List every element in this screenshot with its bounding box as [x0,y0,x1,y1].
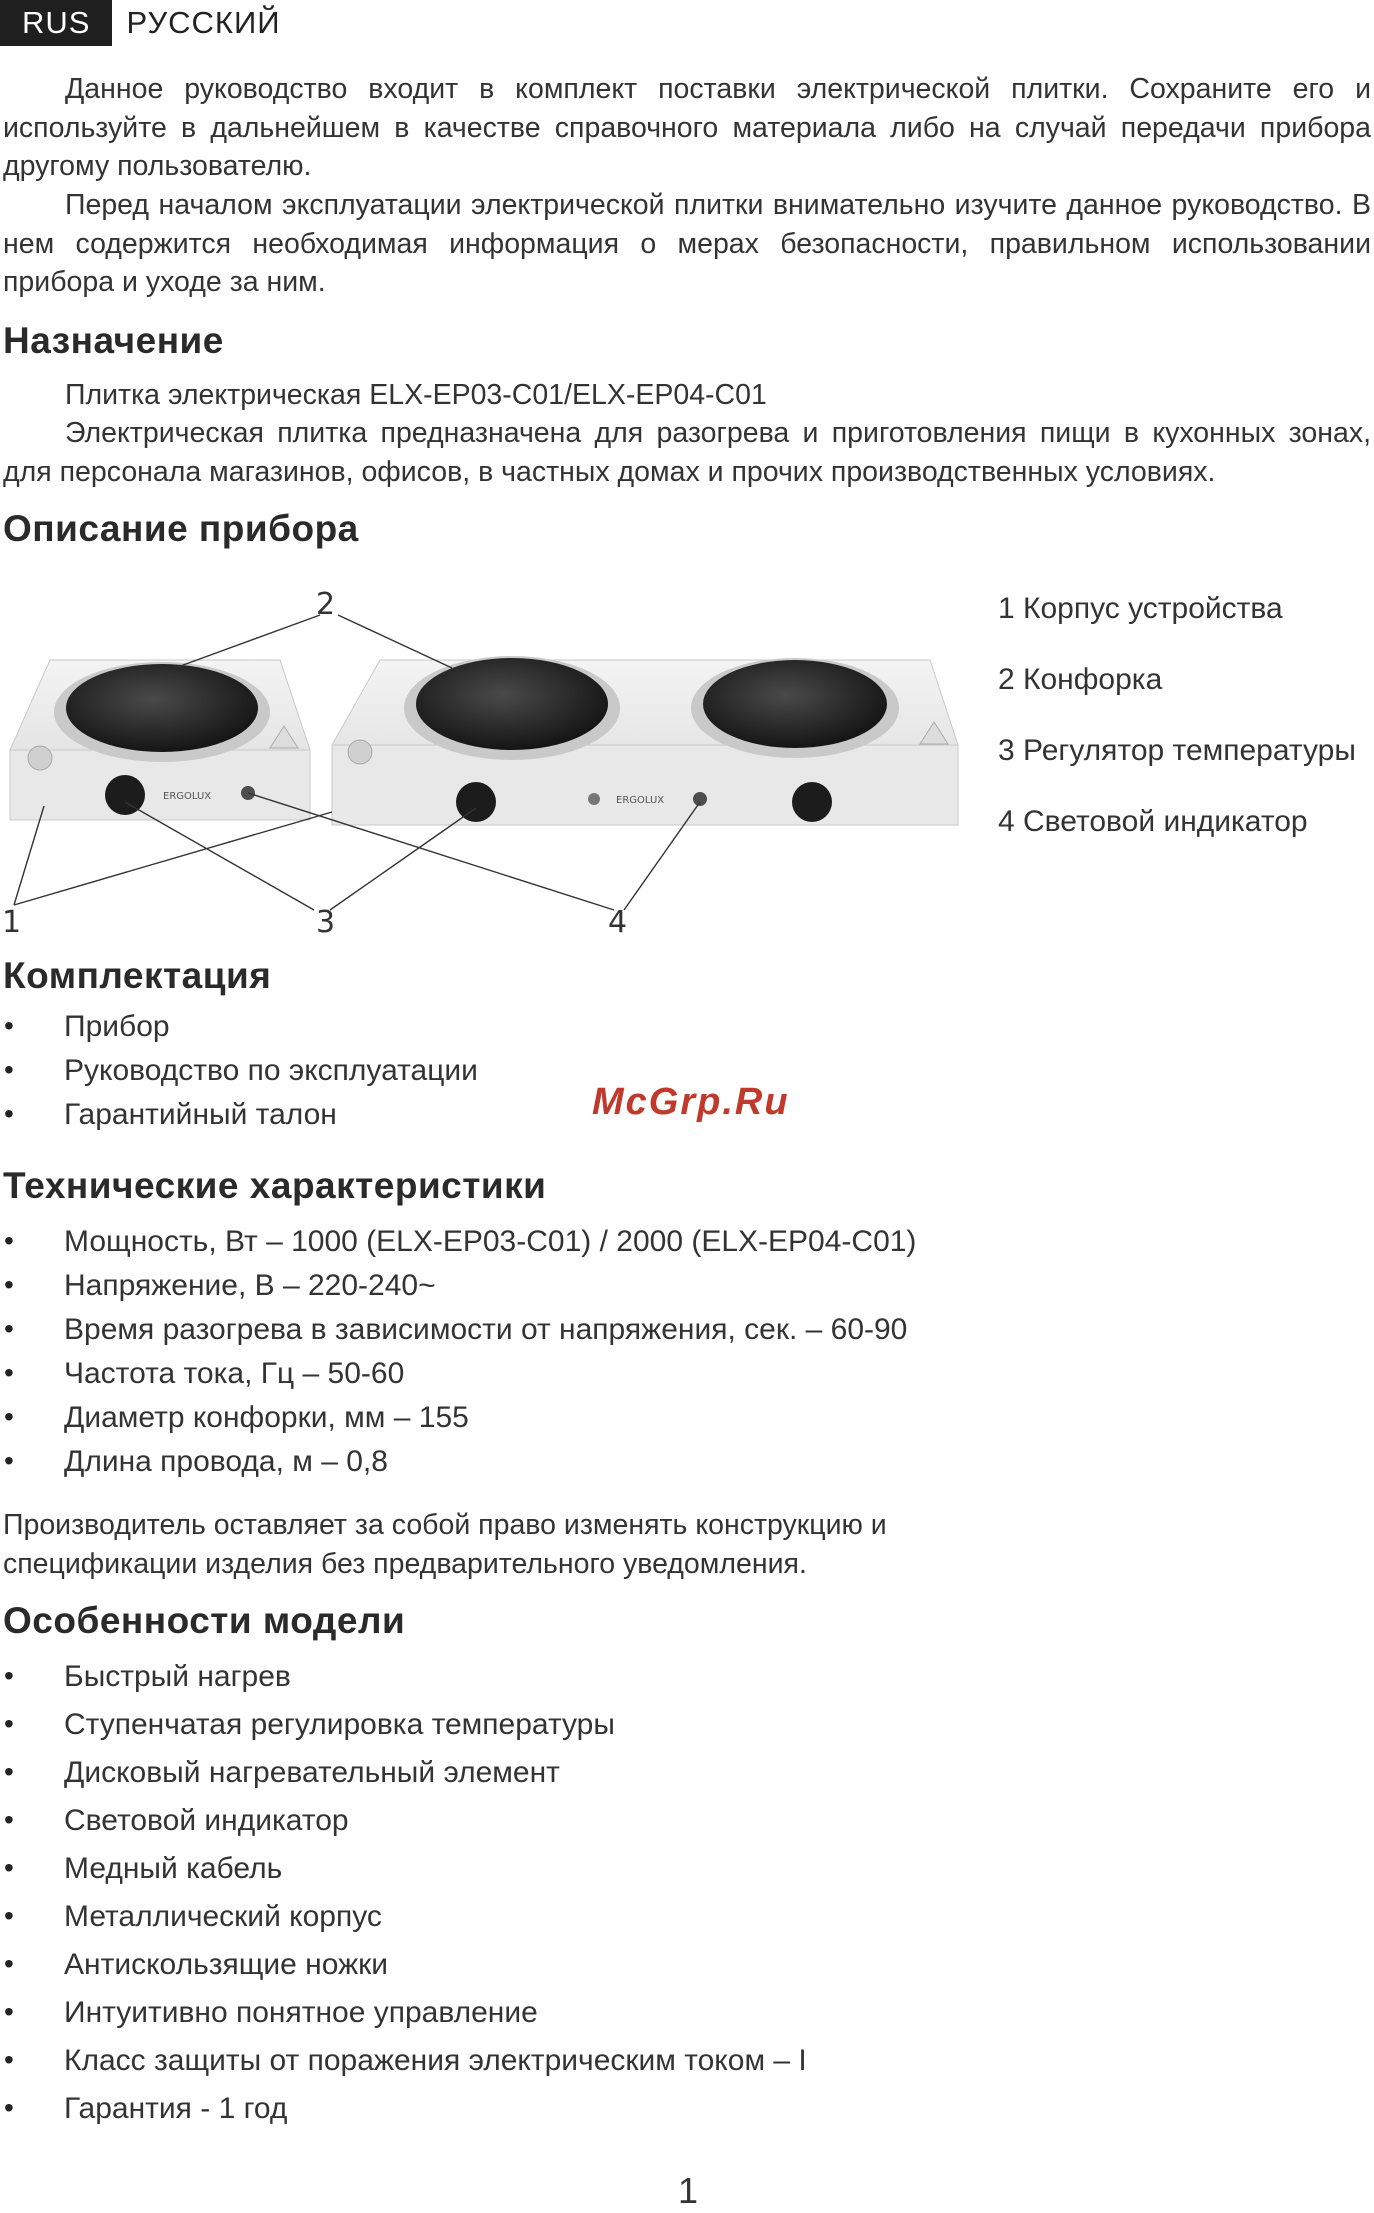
list-item: Прибор [0,1010,478,1054]
brand-label-2: ERGOLUX [616,795,664,806]
callout-3: 3 [316,905,335,940]
hotplates-image: ERGOLUX ERGOLUX [2,587,959,940]
single-hotplate: ERGOLUX [9,659,311,821]
purpose-text: Электрическая плитка предназначена для р… [3,417,1371,488]
watermark: McGrp.Ru [592,1081,790,1123]
double-hotplate: ERGOLUX [331,656,959,826]
callout-4: 4 [608,905,627,940]
specs-list: Мощность, Вт – 1000 (ELX-EP03-C01) / 200… [0,1225,916,1489]
features-heading: Особенности модели [3,1600,406,1641]
callout-1: 1 [2,905,21,940]
list-item: Напряжение, В – 220-240~ [0,1269,916,1313]
device-illustration: ERGOLUX ERGOLUX [0,580,970,940]
package-list: Прибор Руководство по эксплуатации Гаран… [0,1010,478,1142]
package-heading: Комплектация [3,955,272,996]
intro-paragraph-2: Перед началом эксплуатации электрической… [3,189,1371,298]
purpose-model: Плитка электрическая ELX-EP03-C01/ELX-EP… [65,379,767,411]
list-item: Медный кабель [0,1852,807,1900]
callout-lines [13,614,701,911]
list-item: Диаметр конфорки, мм – 155 [0,1401,916,1445]
language-name: РУССКИЙ [126,5,281,40]
list-item: Гарантийный талон [0,1098,478,1142]
list-item: Быстрый нагрев [0,1660,807,1708]
specs-heading: Технические характеристики [3,1165,547,1206]
device-legend: 1 Корпус устройства 2 Конфорка 3 Регулят… [998,592,1356,876]
list-item: Ступенчатая регулировка температуры [0,1708,807,1756]
list-item: Дисковый нагревательный элемент [0,1756,807,1804]
page-number: 1 [678,2170,699,2211]
list-item: Интуитивно понятное управление [0,1996,807,2044]
legend-item-body: 1 Корпус устройства [998,592,1283,625]
legend-item-indicator: 4 Световой индикатор [998,805,1308,838]
features-list: Быстрый нагрев Ступенчатая регулировка т… [0,1660,807,2140]
intro-paragraph-1: Данное руководство входит в комплект пос… [3,73,1371,182]
description-heading: Описание прибора [3,508,359,549]
list-item: Световой индикатор [0,1804,807,1852]
list-item: Мощность, Вт – 1000 (ELX-EP03-C01) / 200… [0,1225,916,1269]
purpose-heading: Назначение [3,320,224,361]
brand-label-1: ERGOLUX [163,791,211,802]
list-item: Класс защиты от поражения электрическим … [0,2044,807,2092]
legend-item-regulator: 3 Регулятор температуры [998,734,1356,767]
list-item: Длина провода, м – 0,8 [0,1445,916,1489]
list-item: Частота тока, Гц – 50-60 [0,1357,916,1401]
list-item: Антискользящие ножки [0,1948,807,1996]
callout-2: 2 [316,587,335,622]
language-tab: RUS РУССКИЙ [0,0,281,46]
list-item: Время разогрева в зависимости от напряже… [0,1313,916,1357]
language-code: RUS [0,0,113,46]
list-item: Руководство по эксплуатации [0,1054,478,1098]
list-item: Металлический корпус [0,1900,807,1948]
legend-item-burner: 2 Конфорка [998,663,1163,696]
specs-note: Производитель оставляет за собой право и… [3,1509,887,1580]
list-item: Гарантия - 1 год [0,2092,807,2140]
